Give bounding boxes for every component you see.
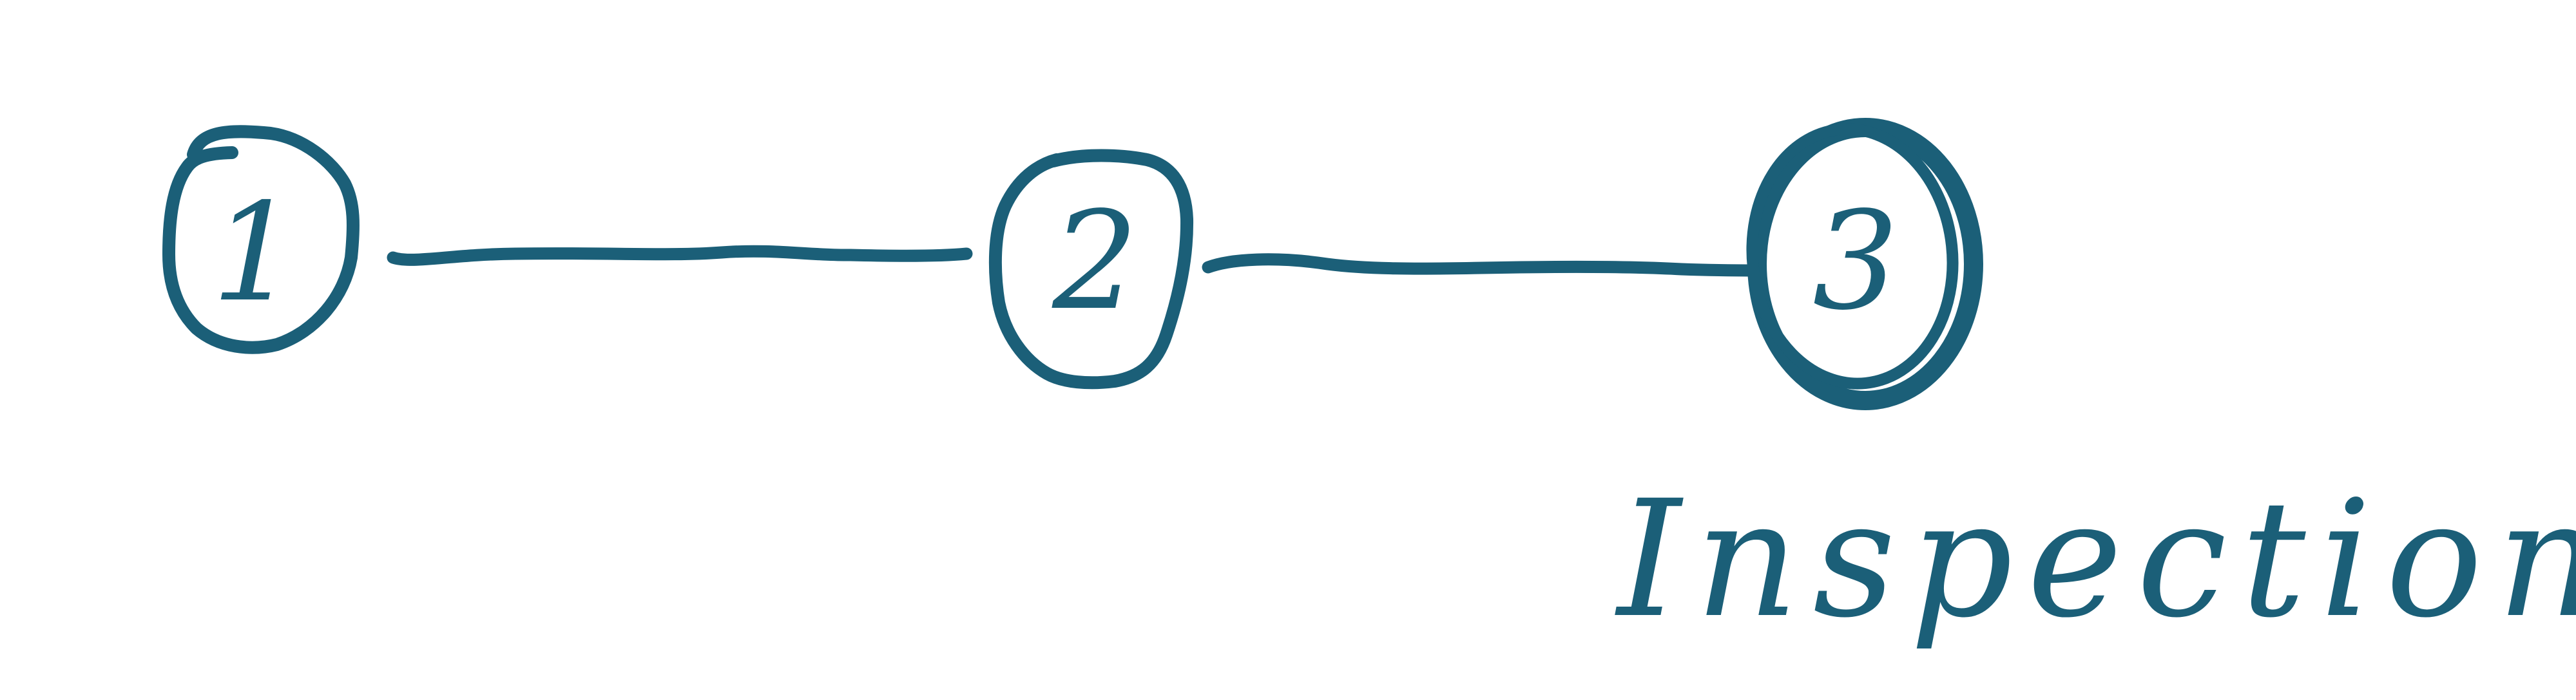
step-1-number: 1 — [211, 174, 298, 332]
step-1[interactable]: 1 — [162, 125, 360, 354]
connector-1-2 — [387, 245, 973, 266]
step-2-number: 2 — [1052, 182, 1139, 340]
step-3-label: Inspection — [1615, 466, 2576, 653]
step-1-circle — [162, 125, 360, 354]
step-3-number: 3 — [1812, 182, 1899, 340]
step-2-circle — [988, 149, 1194, 390]
step-3[interactable]: 3 — [1740, 118, 1983, 410]
connector-2-3 — [1202, 253, 1765, 277]
step-2[interactable]: 2 — [988, 149, 1194, 390]
step-3-circle-overdraw — [1746, 123, 1959, 390]
